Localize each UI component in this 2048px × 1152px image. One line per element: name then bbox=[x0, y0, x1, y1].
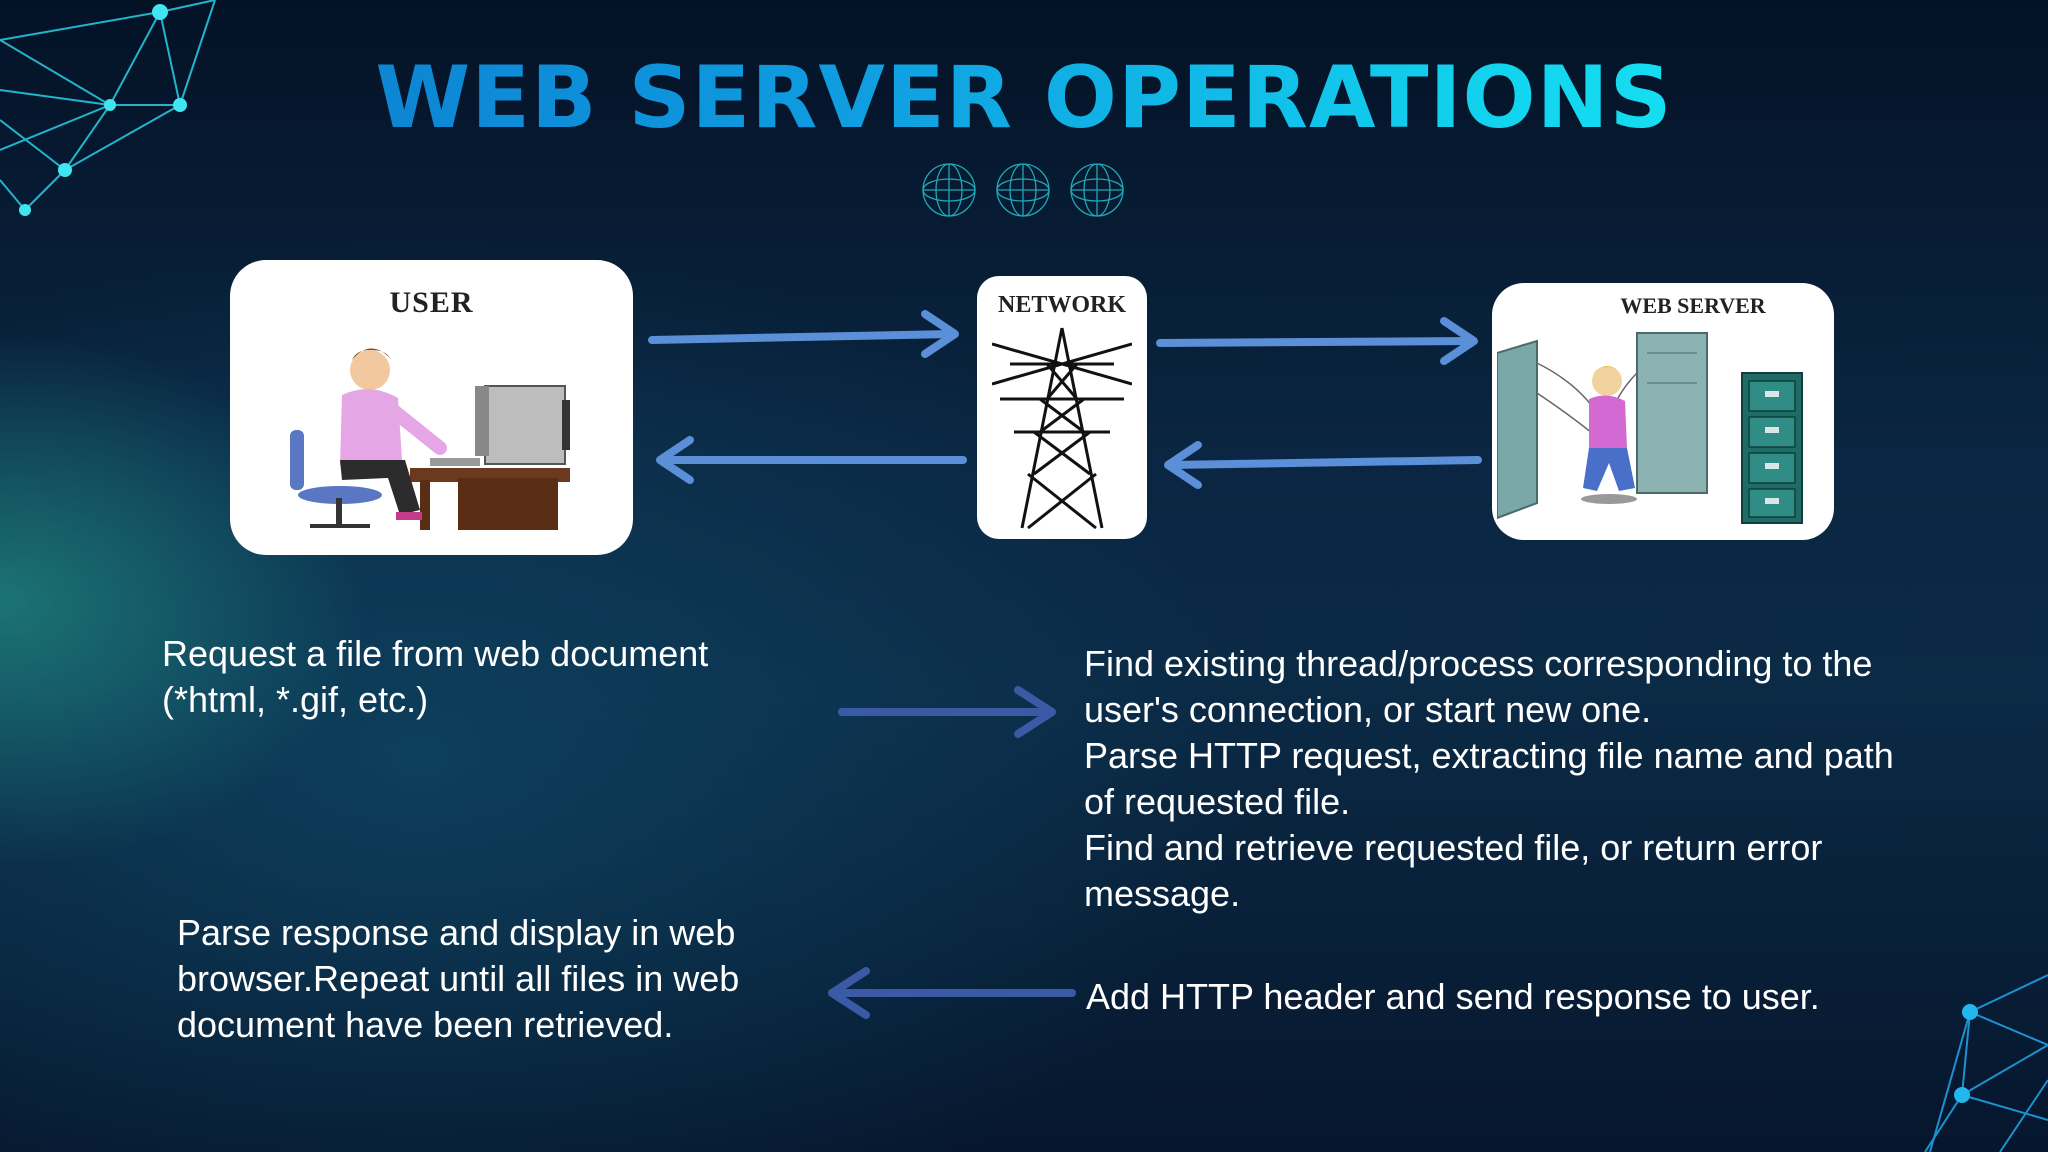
display-line-1: Parse response and display in web bbox=[177, 912, 736, 953]
arrow-network-to-server bbox=[1156, 317, 1478, 365]
server-line-6: message. bbox=[1084, 873, 1241, 914]
request-line-2: (*html, *.gif, etc.) bbox=[162, 679, 429, 720]
server-line-3: Parse HTTP request, extracting file name… bbox=[1084, 735, 1894, 776]
web-server-card: WEB SERVER bbox=[1492, 283, 1834, 540]
network-label: NETWORK bbox=[997, 292, 1126, 318]
web-server-label: WEB SERVER bbox=[1620, 293, 1766, 318]
server-line-2: user's connection, or start new one. bbox=[1084, 689, 1652, 730]
display-line-3: document have been retrieved. bbox=[177, 1004, 674, 1045]
user-card: USER bbox=[230, 260, 633, 555]
arrow-response-to-display bbox=[828, 967, 1076, 1019]
response-line: Add HTTP header and send response to use… bbox=[1086, 976, 1820, 1017]
network-graphic-bottom-right bbox=[1924, 974, 2048, 1152]
arrow-server-to-network bbox=[1164, 441, 1482, 489]
arrow-request-to-processing bbox=[838, 686, 1056, 738]
arrow-network-to-user bbox=[656, 436, 967, 484]
user-label: USER bbox=[389, 286, 474, 319]
server-processing-text: Find existing thread/process correspondi… bbox=[1084, 641, 1894, 917]
server-line-1: Find existing thread/process correspondi… bbox=[1084, 643, 1873, 684]
transmission-tower-illustration bbox=[992, 327, 1132, 530]
server-room-illustration bbox=[1497, 332, 1803, 524]
server-line-5: Find and retrieve requested file, or ret… bbox=[1084, 827, 1823, 868]
request-step-text: Request a file from web document (*html,… bbox=[162, 631, 708, 723]
globe-dots-decoration bbox=[922, 163, 1124, 217]
arrow-user-to-network bbox=[648, 310, 959, 358]
user-at-computer-illustration bbox=[290, 348, 570, 530]
request-line-1: Request a file from web document bbox=[162, 633, 709, 674]
display-line-2: browser.Repeat until all files in web bbox=[177, 958, 740, 999]
network-graphic-top-left bbox=[0, 0, 216, 216]
page-title: WEB SERVER OPERATIONS bbox=[0, 48, 2048, 148]
server-line-4: of requested file. bbox=[1084, 781, 1351, 822]
response-step-text: Add HTTP header and send response to use… bbox=[1086, 974, 1820, 1020]
network-card: NETWORK bbox=[977, 276, 1147, 539]
display-step-text: Parse response and display in web browse… bbox=[177, 910, 739, 1048]
